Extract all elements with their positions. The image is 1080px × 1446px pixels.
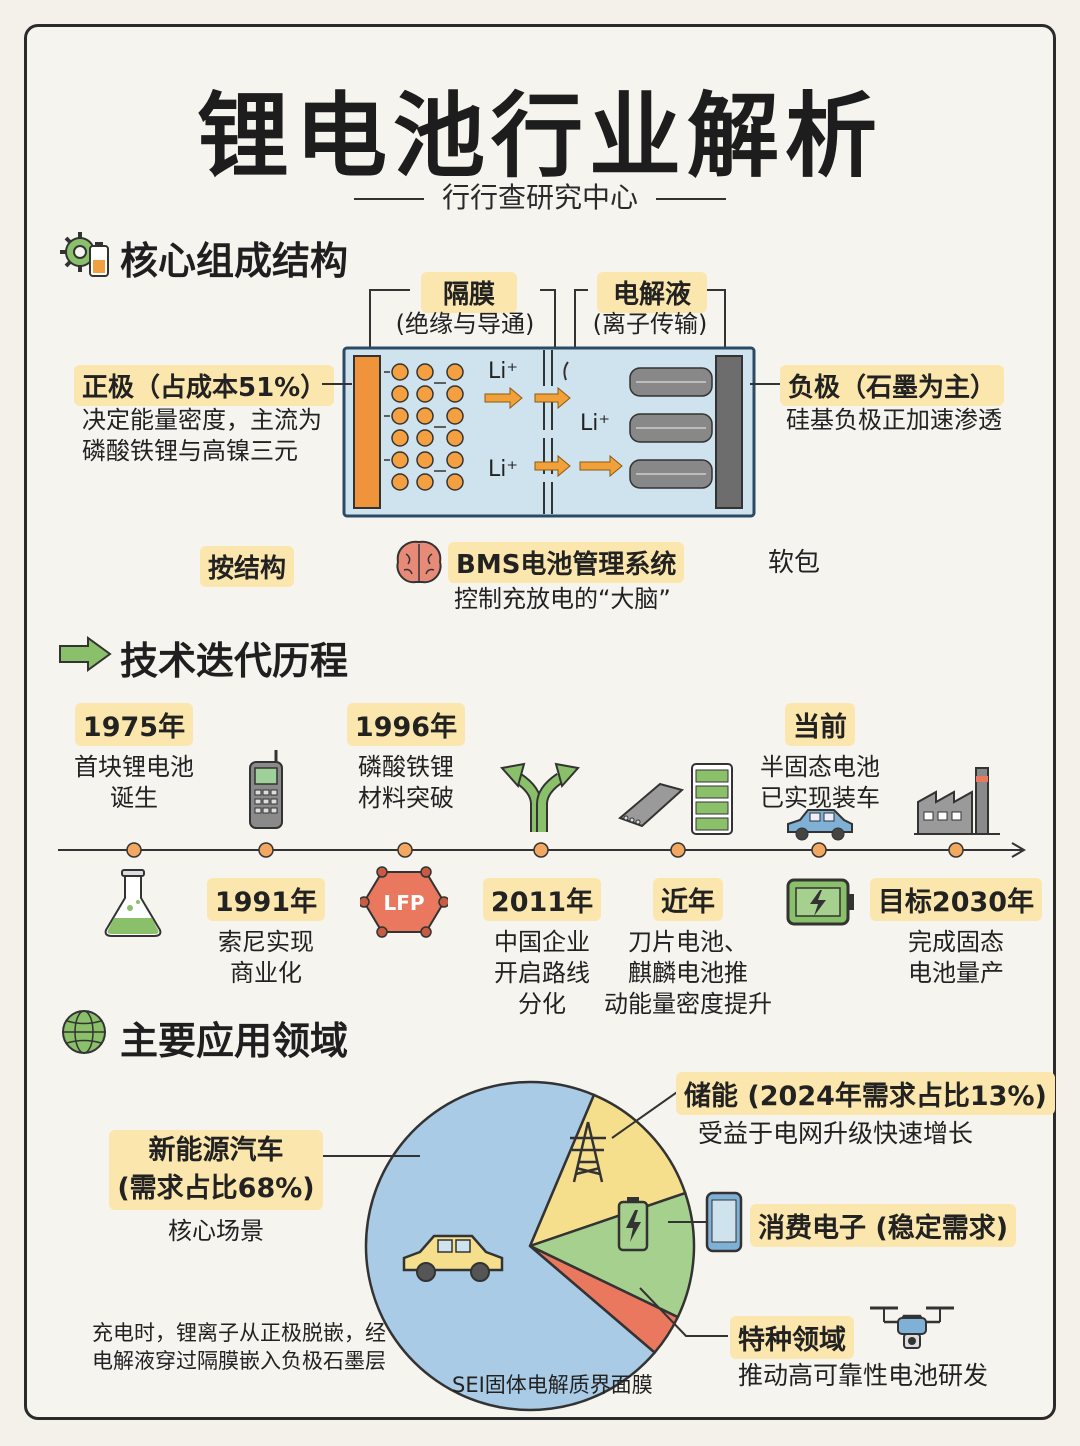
special-desc: 推动高可靠性电池研发 bbox=[738, 1361, 989, 1390]
cathode-leader bbox=[322, 383, 352, 385]
timeline-item-1991: 1991年 索尼实现 商业化 bbox=[186, 878, 346, 989]
globe-icon bbox=[62, 1010, 106, 1054]
blade-battery-icon bbox=[618, 763, 733, 835]
svg-text:Li⁺: Li⁺ bbox=[488, 359, 518, 384]
ev-label: 新能源汽车(需求占比68%) 核心场景 bbox=[108, 1130, 324, 1247]
separator-desc: (绝缘与导通) bbox=[395, 310, 535, 338]
timeline-item-current: 当前 半固态电池 已实现装车 bbox=[740, 703, 900, 814]
fork-arrows-icon bbox=[500, 762, 580, 832]
bms-desc: 控制充放电的“大脑” bbox=[454, 585, 671, 613]
drone-icon bbox=[870, 1306, 954, 1349]
anode-label: 负极（石墨为主） bbox=[780, 365, 1005, 406]
special-label: 特种领域 bbox=[730, 1316, 854, 1359]
timeline-item-1996: 1996年 磷酸铁锂 材料突破 bbox=[326, 703, 486, 814]
page-title: 锂电池行业解析 bbox=[196, 83, 883, 190]
electrolyte-label: 电解液 bbox=[597, 272, 707, 313]
svg-text:LFP: LFP bbox=[383, 891, 424, 915]
smartphone-icon bbox=[705, 1191, 743, 1253]
separator-label: 隔膜 bbox=[421, 272, 517, 313]
pie-slice-2 bbox=[526, 1191, 696, 1319]
pie-car-icon bbox=[402, 1234, 504, 1282]
consumer-electronics-label: 消费电子 (稳定需求) bbox=[750, 1204, 1017, 1247]
section-title-timeline: 技术迭代历程 bbox=[120, 639, 349, 683]
by-structure-label: 按结构 bbox=[200, 546, 295, 587]
factory-icon bbox=[914, 767, 1000, 835]
pie-battery-icon bbox=[617, 1197, 649, 1252]
anode-leader bbox=[750, 383, 780, 385]
cathode-desc-1: 决定能量密度，主流为 bbox=[82, 406, 322, 434]
cathode-desc-2: 磷酸铁锂与高镍三元 bbox=[82, 437, 298, 465]
cathode-label: 正极（占成本51%） bbox=[74, 365, 335, 406]
timeline-item-2011: 2011年 中国企业 开启路线 分化 bbox=[462, 878, 622, 1020]
mobile-phone-icon bbox=[249, 750, 283, 829]
charging-battery-icon bbox=[786, 878, 854, 926]
brain-icon bbox=[396, 540, 442, 584]
section-title-structure: 核心组成结构 bbox=[120, 239, 349, 283]
power-tower-icon bbox=[570, 1121, 606, 1183]
lfp-crystal-icon: LFP bbox=[360, 866, 448, 938]
timeline-item-2030: 目标2030年 完成固态 电池量产 bbox=[866, 878, 1046, 989]
pie-chart bbox=[364, 1080, 696, 1412]
svg-text:Li⁺: Li⁺ bbox=[488, 457, 518, 482]
page-subtitle: 行行查研究中心 bbox=[0, 176, 1080, 216]
soft-pack-label: 软包 bbox=[768, 548, 821, 578]
pie-slice-1 bbox=[527, 1093, 687, 1249]
gear-battery-icon bbox=[60, 232, 109, 277]
sei-label: SEI固体电解质界面膜 bbox=[452, 1373, 653, 1397]
timeline-item-recent: 近年 刀片电池、 麒麟电池推 动能量密度提升 bbox=[588, 878, 788, 1020]
electrolyte-desc: (离子传输) bbox=[592, 310, 708, 338]
battery-diagram: Li⁺ Li⁺ Li⁺ bbox=[342, 289, 756, 518]
storage-desc: 受益于电网升级快速增长 bbox=[698, 1119, 974, 1148]
svg-text:Li⁺: Li⁺ bbox=[580, 411, 610, 436]
flask-icon bbox=[104, 869, 162, 937]
storage-label: 储能 (2024年需求占比13%) bbox=[676, 1072, 1055, 1115]
pie-slice-0 bbox=[364, 1080, 657, 1412]
arrow-right-icon bbox=[59, 636, 112, 672]
timeline-item-1975: 1975年 首块锂电池 诞生 bbox=[54, 703, 214, 814]
section-title-applications: 主要应用领域 bbox=[120, 1019, 349, 1063]
anode-desc: 硅基负极正加速渗透 bbox=[786, 406, 1002, 434]
charging-note-2: 电解液穿过隔膜嵌入负极石墨层 bbox=[92, 1349, 386, 1373]
charging-note-1: 充电时，锂离子从正极脱嵌，经 bbox=[92, 1321, 386, 1345]
bms-label: BMS电池管理系统 bbox=[448, 542, 685, 583]
timeline-axis bbox=[58, 842, 1026, 858]
car-icon bbox=[787, 809, 853, 841]
